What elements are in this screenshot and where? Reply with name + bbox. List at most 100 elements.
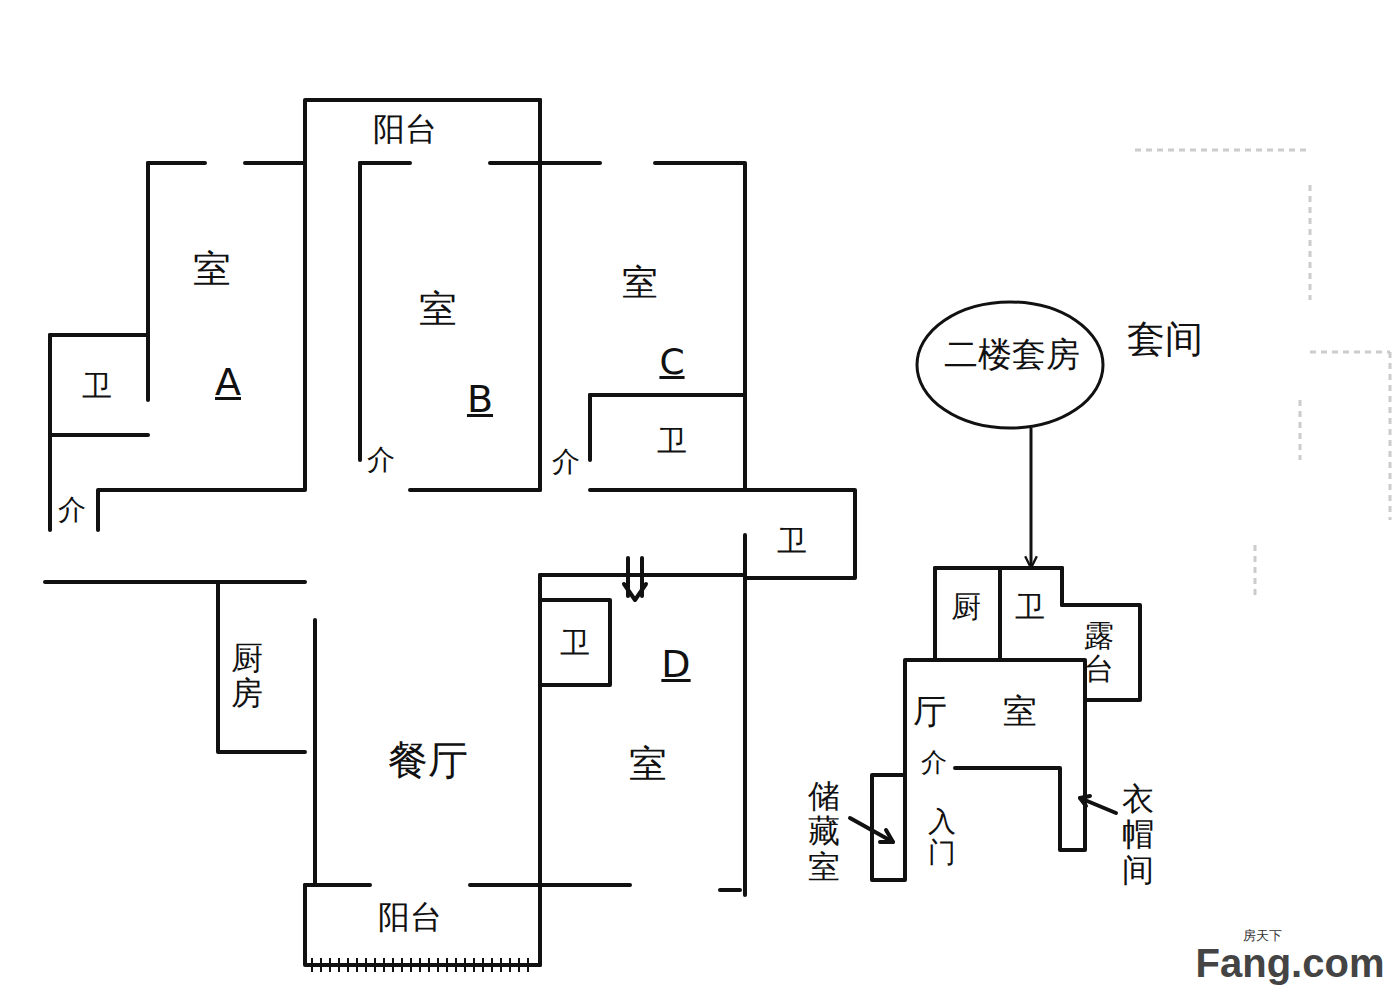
plan-label: 介 bbox=[552, 447, 580, 478]
room: 卫 bbox=[1000, 568, 1062, 660]
railing-hatch bbox=[401, 958, 403, 972]
wall-line bbox=[410, 488, 540, 492]
railing-hatch bbox=[410, 958, 412, 972]
room: 露台 bbox=[1062, 605, 1140, 700]
pointer-arrow bbox=[1030, 428, 1033, 568]
watermark: 房天下 bbox=[1243, 929, 1282, 943]
faint-line bbox=[1309, 185, 1312, 300]
room-label: 室 bbox=[629, 744, 667, 786]
wall-line bbox=[470, 883, 630, 887]
railing-hatch bbox=[437, 958, 439, 972]
faint-line bbox=[1389, 352, 1392, 520]
wall-line bbox=[743, 535, 747, 895]
wall-line bbox=[98, 163, 305, 530]
railing-hatch bbox=[509, 958, 511, 972]
railing-hatch bbox=[428, 958, 430, 972]
room-label: 卫 bbox=[657, 424, 687, 457]
wall-line bbox=[305, 885, 540, 965]
room: 餐厅 bbox=[315, 582, 540, 885]
room: 厨 bbox=[935, 568, 1000, 660]
room: 卫 bbox=[745, 490, 855, 578]
plan-label: 衣帽间 bbox=[1122, 782, 1154, 888]
railing-hatch bbox=[365, 958, 367, 972]
plan-label: 介 bbox=[921, 748, 947, 777]
railing-hatch bbox=[464, 958, 466, 972]
room-label: 卫 bbox=[82, 369, 112, 402]
railing-hatch bbox=[455, 958, 457, 972]
ellipse-shape bbox=[917, 302, 1103, 428]
railing-hatch bbox=[482, 958, 484, 972]
wall-line bbox=[850, 818, 893, 842]
room-label: 卫 bbox=[777, 524, 807, 557]
wall-line bbox=[998, 568, 1002, 660]
room-label: 室 bbox=[193, 249, 231, 291]
railing-hatch bbox=[419, 958, 421, 972]
railing-hatch bbox=[383, 958, 385, 972]
room: 卫 bbox=[50, 335, 148, 435]
room-label: A bbox=[215, 362, 241, 404]
wall-line bbox=[933, 568, 937, 660]
railing-hatch bbox=[347, 958, 349, 972]
plan-label: 介 bbox=[367, 445, 395, 476]
room: 阳台 bbox=[305, 100, 540, 163]
room: D室 bbox=[610, 575, 745, 890]
room-label: 阳台 bbox=[373, 112, 437, 147]
railing-hatch bbox=[311, 958, 313, 972]
railing-hatch bbox=[527, 958, 529, 972]
room-label: 二楼套房 bbox=[944, 336, 1080, 373]
room: 卫 bbox=[590, 395, 745, 490]
wall-line bbox=[538, 575, 542, 965]
faint-line bbox=[1135, 149, 1310, 152]
wall-line bbox=[588, 395, 592, 460]
plan-label: 介 bbox=[58, 495, 86, 526]
wall-line bbox=[624, 584, 646, 600]
room: 卫 bbox=[540, 600, 610, 685]
room-label: 室 bbox=[419, 289, 457, 331]
wall-line bbox=[148, 161, 205, 165]
railing-hatch bbox=[320, 958, 322, 972]
railing-hatch bbox=[491, 958, 493, 972]
wall-line bbox=[360, 161, 410, 165]
room-label: 露台 bbox=[1084, 619, 1114, 685]
room-label: C bbox=[659, 342, 684, 382]
railing-hatch bbox=[356, 958, 358, 972]
wall-line bbox=[1060, 568, 1064, 605]
room: 阳台 bbox=[305, 885, 540, 965]
watermark: Fang.com bbox=[1196, 941, 1385, 985]
room-label: 厨房 bbox=[231, 641, 263, 711]
railing-hatch bbox=[518, 958, 520, 972]
plan-label: 套间 bbox=[1127, 319, 1203, 361]
faint-line bbox=[1310, 351, 1390, 354]
room-label: 室 bbox=[1003, 693, 1037, 730]
room: 室A bbox=[148, 163, 305, 490]
wall-line bbox=[305, 883, 370, 887]
wall-line bbox=[50, 433, 148, 437]
room-label: 卫 bbox=[1015, 590, 1045, 623]
room-label: 厨 bbox=[951, 590, 981, 623]
wall-line bbox=[538, 100, 542, 490]
wall-line bbox=[50, 333, 148, 337]
wall-line bbox=[490, 161, 600, 165]
room: 厨房 bbox=[218, 582, 305, 752]
ellipse-note: 二楼套房 bbox=[915, 300, 1105, 430]
plan-label: 入门 bbox=[928, 807, 956, 869]
room-label: D bbox=[661, 644, 690, 686]
room-label: 厅 bbox=[913, 693, 947, 730]
wall-line bbox=[48, 335, 52, 530]
faint-line bbox=[1299, 400, 1302, 460]
wall-line bbox=[218, 582, 305, 752]
wall-line bbox=[590, 393, 745, 397]
wall-line bbox=[45, 580, 305, 584]
railing-hatch bbox=[446, 958, 448, 972]
room: 室B bbox=[360, 163, 540, 490]
wall-line bbox=[1062, 605, 1140, 700]
wall-line bbox=[872, 775, 905, 880]
wall-line bbox=[1080, 796, 1090, 806]
railing-hatch bbox=[329, 958, 331, 972]
wall-line bbox=[245, 161, 305, 165]
wall-line bbox=[358, 163, 362, 460]
